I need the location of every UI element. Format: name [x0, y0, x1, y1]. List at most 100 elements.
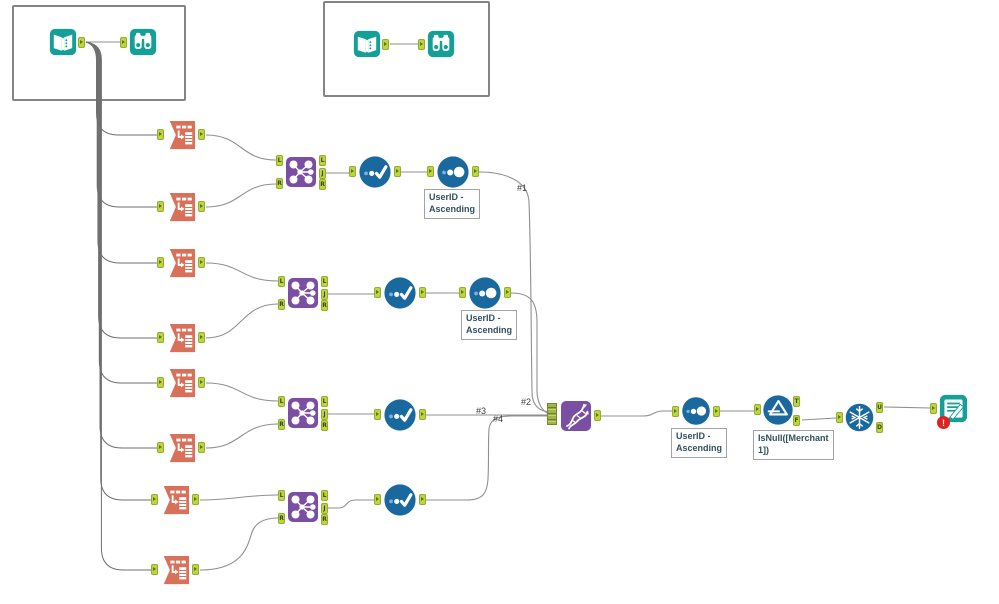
output-anchor[interactable] — [419, 409, 426, 420]
error-badge-icon[interactable]: ! — [937, 416, 950, 429]
output-anchor[interactable] — [382, 39, 389, 50]
output-anchor[interactable] — [198, 129, 205, 140]
output-anchor[interactable] — [394, 166, 401, 177]
join-input-anchor-left[interactable]: L — [278, 276, 285, 287]
join-icon — [287, 491, 319, 523]
input-anchor[interactable] — [427, 166, 434, 177]
output-anchor[interactable] — [594, 410, 601, 421]
tool-union[interactable] — [547, 400, 601, 432]
output-anchor[interactable] — [198, 201, 205, 212]
output-anchor[interactable] — [419, 287, 426, 298]
input-anchor[interactable] — [418, 39, 425, 50]
join-output-anchor-left[interactable]: L — [319, 155, 326, 166]
input-anchor[interactable] — [120, 37, 127, 48]
output-anchor[interactable] — [192, 494, 199, 505]
input-anchor[interactable] — [374, 287, 381, 298]
join-output-anchor-left[interactable]: L — [321, 276, 328, 287]
input-anchor[interactable] — [349, 166, 356, 177]
join-output-anchor-right[interactable]: R — [321, 514, 328, 525]
input-anchor[interactable] — [374, 409, 381, 420]
input-anchor[interactable] — [157, 377, 164, 388]
tool-select-1[interactable] — [349, 155, 401, 189]
data-prep-icon — [166, 323, 196, 353]
tool-unique[interactable]: U D — [836, 402, 883, 433]
tool-container-2[interactable] — [323, 1, 490, 97]
input-anchor[interactable] — [157, 201, 164, 212]
input-anchor[interactable] — [836, 412, 843, 423]
output-anchor[interactable] — [419, 494, 426, 505]
join-output-anchor-left[interactable]: L — [321, 490, 328, 501]
output-anchor[interactable] — [472, 166, 479, 177]
input-anchor[interactable] — [374, 494, 381, 505]
input-anchor[interactable] — [157, 257, 164, 268]
tool-join-3[interactable]: L R L J R — [278, 396, 328, 431]
join-output-anchor-join[interactable]: J — [319, 168, 326, 179]
tool-data-prep-5[interactable] — [157, 368, 205, 398]
join-output-anchor-join[interactable]: J — [321, 409, 328, 420]
join-output-anchor-join[interactable]: J — [321, 503, 328, 514]
input-anchor[interactable] — [157, 442, 164, 453]
join-input-anchor-right[interactable]: R — [278, 299, 285, 310]
output-anchor[interactable] — [192, 564, 199, 575]
join-output-anchor-right[interactable]: R — [319, 179, 326, 190]
input-anchor[interactable] — [754, 404, 761, 415]
join-output-anchor-right[interactable]: R — [321, 420, 328, 431]
tool-sort-3[interactable] — [672, 396, 720, 426]
input-anchor[interactable] — [930, 403, 937, 414]
tool-data-prep-3[interactable] — [157, 248, 205, 278]
tool-sort-2[interactable] — [459, 276, 511, 310]
tool-join-4[interactable]: L R L J R — [278, 490, 328, 525]
tool-join-2[interactable]: L R L J R — [278, 276, 328, 311]
output-anchor[interactable] — [198, 332, 205, 343]
tool-data-prep-1[interactable] — [157, 120, 205, 150]
output-anchor[interactable] — [78, 37, 85, 48]
annotation-sort2[interactable]: UserID - Ascending — [461, 310, 518, 340]
output-anchor[interactable] — [504, 287, 511, 298]
tool-data-prep-4[interactable] — [157, 323, 205, 353]
output-anchor[interactable] — [198, 442, 205, 453]
input-anchor[interactable] — [157, 332, 164, 343]
output-anchor[interactable] — [198, 257, 205, 268]
input-anchor[interactable] — [459, 287, 466, 298]
input-data-icon — [49, 28, 77, 56]
join-input-anchor-right[interactable]: R — [276, 178, 283, 189]
annotation-filter[interactable]: IsNull([Merchant 1]) — [753, 430, 834, 460]
input-anchor[interactable] — [151, 564, 158, 575]
join-input-anchor-left[interactable]: L — [276, 155, 283, 166]
tool-data-prep-2[interactable] — [157, 192, 205, 222]
tool-sort-1[interactable] — [427, 155, 479, 189]
tool-output-data[interactable]: ! — [930, 394, 968, 429]
output-anchor[interactable] — [713, 406, 720, 417]
input-anchor[interactable] — [672, 406, 679, 417]
tool-input-data-2[interactable] — [353, 30, 389, 58]
tool-filter[interactable]: T F — [754, 394, 800, 426]
unique-anchor[interactable]: U — [876, 402, 883, 413]
join-input-anchor-right[interactable]: R — [278, 419, 285, 430]
tool-join-1[interactable]: L R L J R — [276, 155, 326, 190]
input-anchor[interactable] — [157, 129, 164, 140]
duplicates-anchor[interactable]: D — [876, 422, 883, 433]
annotation-sort1[interactable]: UserID - Ascending — [424, 189, 481, 219]
output-anchor[interactable] — [198, 377, 205, 388]
join-input-anchor-left[interactable]: L — [278, 396, 285, 407]
tool-select-3[interactable] — [374, 398, 426, 432]
tool-select-2[interactable] — [374, 276, 426, 310]
filter-false-anchor[interactable]: F — [793, 415, 800, 426]
tool-data-prep-7[interactable] — [151, 485, 199, 515]
union-input-anchors[interactable] — [547, 403, 557, 425]
tool-input-data-1[interactable] — [49, 28, 85, 56]
tool-data-prep-8[interactable] — [151, 555, 199, 585]
join-input-anchor-left[interactable]: L — [278, 490, 285, 501]
join-input-anchor-right[interactable]: R — [278, 513, 285, 524]
filter-true-anchor[interactable]: T — [793, 396, 800, 407]
tool-browse-1[interactable] — [120, 28, 157, 56]
join-output-anchor-left[interactable]: L — [321, 396, 328, 407]
tool-browse-2[interactable] — [418, 30, 455, 58]
tool-select-4[interactable] — [374, 483, 426, 517]
input-anchor[interactable] — [151, 494, 158, 505]
annotation-sort3[interactable]: UserID - Ascending — [671, 428, 728, 458]
tool-data-prep-6[interactable] — [157, 433, 205, 463]
join-output-anchor-join[interactable]: J — [321, 289, 328, 300]
join-output-anchor-right[interactable]: R — [321, 300, 328, 311]
